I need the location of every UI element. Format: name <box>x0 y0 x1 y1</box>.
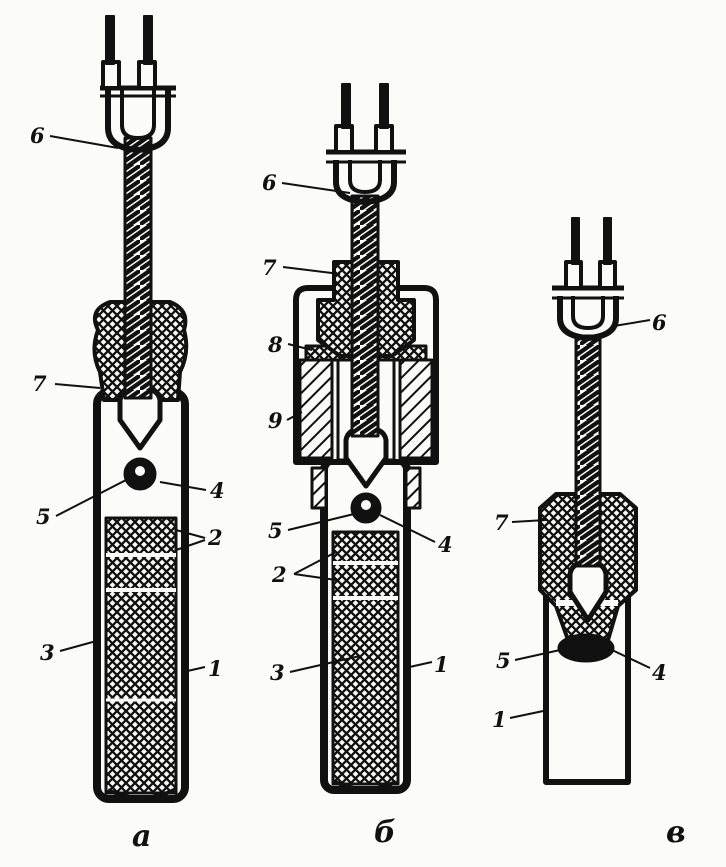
callout-b-7: 7 <box>262 255 277 280</box>
callout-b-4: 4 <box>438 532 453 557</box>
callout-b-9: 9 <box>268 408 283 433</box>
heating-element-b <box>331 530 400 786</box>
variant-b <box>281 83 439 794</box>
variant-a <box>49 15 207 803</box>
variant-b-labels: 6 7 8 9 5 4 2 3 1 б <box>262 170 453 850</box>
variant-c-labels: 6 7 5 4 1 в <box>492 310 686 850</box>
callout-c-7: 7 <box>494 510 509 535</box>
caption-a: а <box>132 819 151 854</box>
callout-b-3: 3 <box>270 660 285 685</box>
variant-c <box>509 217 651 785</box>
callout-a-7: 7 <box>32 371 47 396</box>
callout-c-5: 5 <box>496 648 511 673</box>
caption-b: б <box>374 815 396 850</box>
cord-c <box>574 334 602 568</box>
callout-a-5: 5 <box>36 504 51 529</box>
callout-a-3: 3 <box>40 640 55 665</box>
callout-b-5: 5 <box>268 518 283 543</box>
callout-b-6: 6 <box>262 170 277 195</box>
caption-c: в <box>666 815 686 850</box>
callout-c-6: 6 <box>652 310 667 335</box>
contact-c <box>557 633 615 663</box>
variant-a-labels: 6 7 5 4 2 3 1 а <box>30 123 225 854</box>
cord-a <box>123 136 153 400</box>
callout-b-2: 2 <box>271 562 287 587</box>
callout-b-8: 8 <box>267 332 283 357</box>
callout-c-1: 1 <box>492 707 507 732</box>
callout-c-4: 4 <box>652 660 667 685</box>
callout-a-4: 4 <box>210 478 225 503</box>
callout-b-1: 1 <box>434 652 449 677</box>
callout-a-1: 1 <box>208 656 223 681</box>
heating-element-a <box>104 516 178 795</box>
callout-a-6: 6 <box>30 123 45 148</box>
cord-b <box>350 194 380 438</box>
callout-a-2: 2 <box>207 525 223 550</box>
